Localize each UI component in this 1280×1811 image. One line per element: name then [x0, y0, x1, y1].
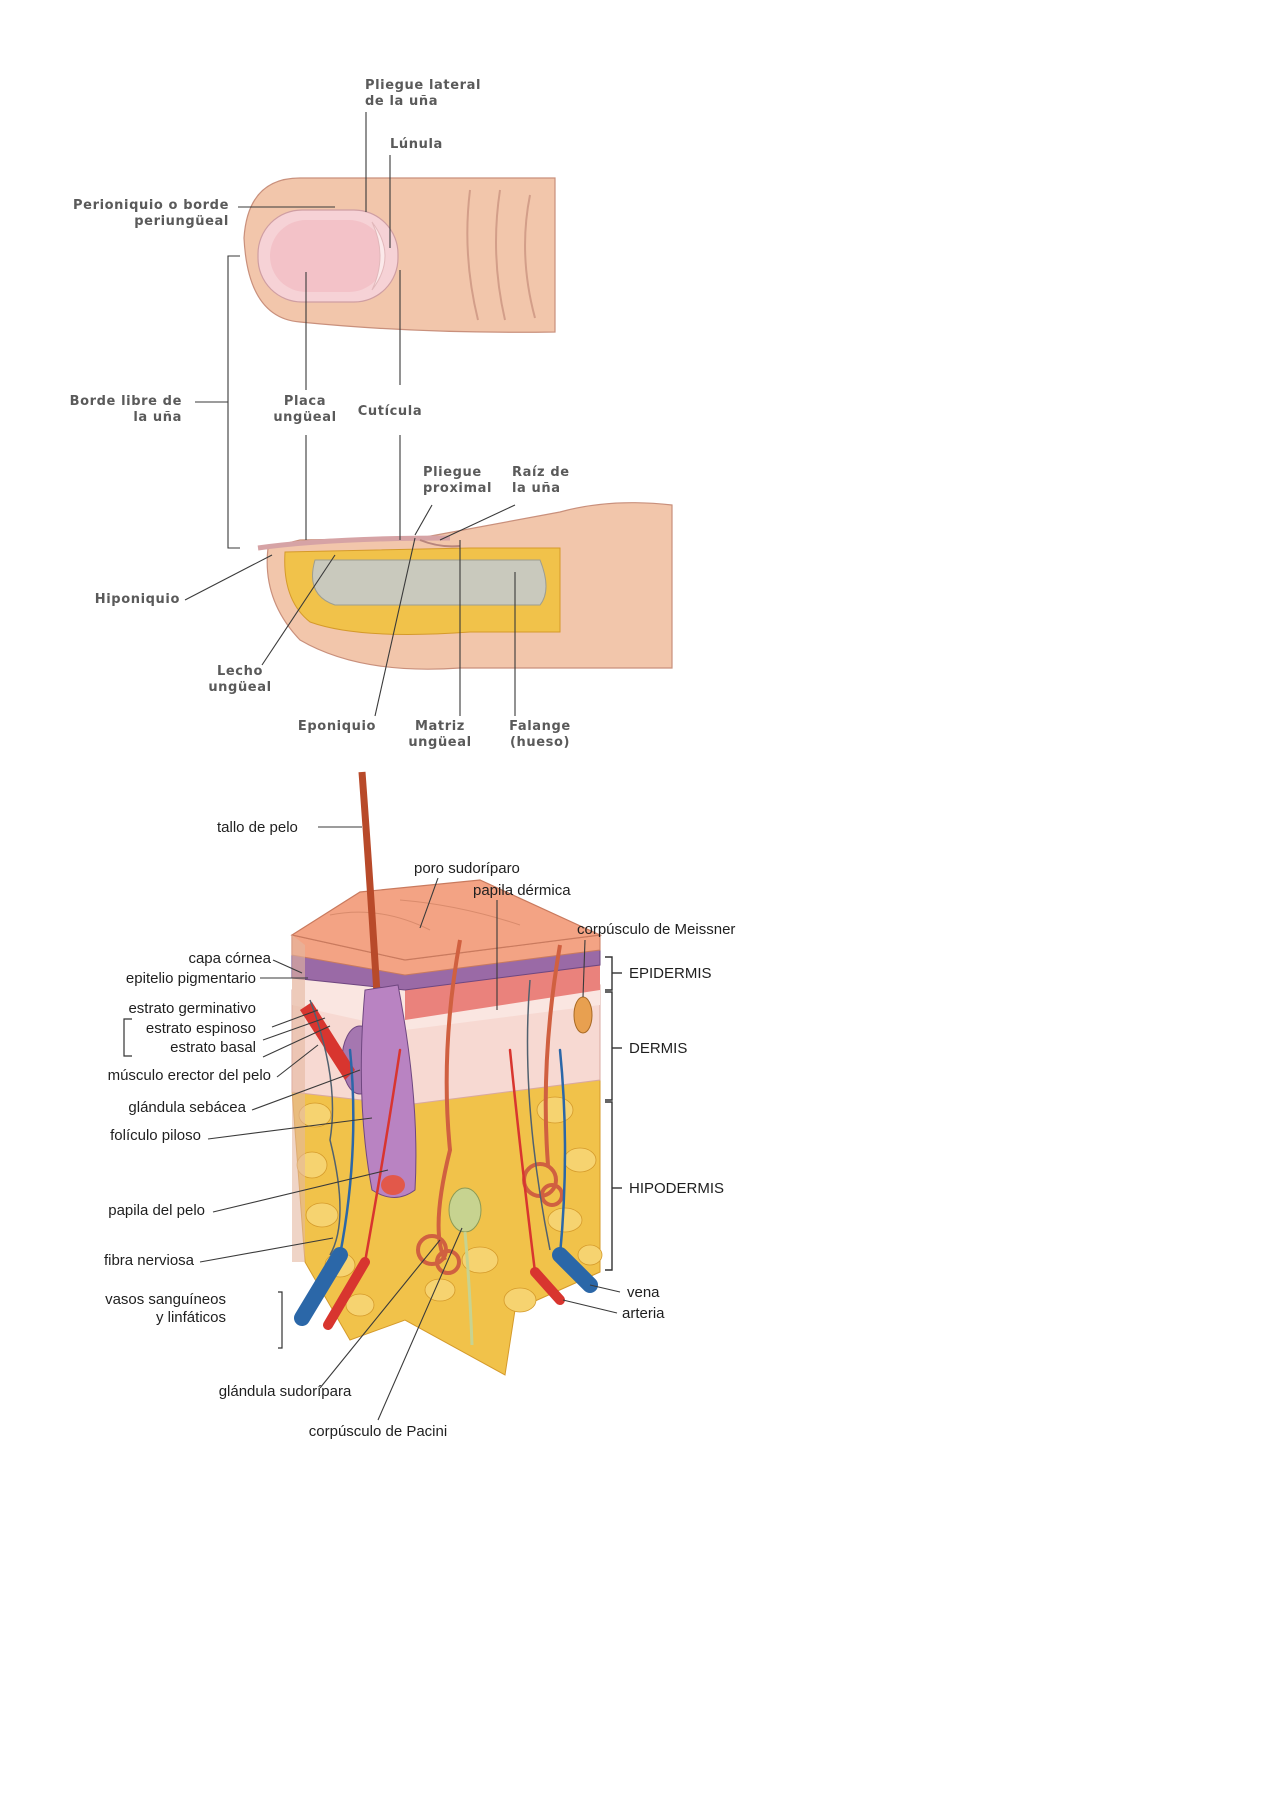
- label-free-edge-line: Borde libre de: [70, 394, 182, 409]
- label-dermis: DERMIS: [629, 1040, 687, 1057]
- label-vein-line: vena: [627, 1284, 660, 1301]
- label-nerve-fiber-line: fibra nerviosa: [104, 1252, 195, 1269]
- label-lunula-line: Lúnula: [390, 137, 443, 152]
- label-sweat-pore-line: poro sudoríparo: [414, 860, 520, 877]
- label-nail-plate-line: ungüeal: [273, 410, 336, 425]
- label-pigment-epithelium: epitelio pigmentario: [126, 970, 256, 987]
- vessels-bracket: [278, 1292, 282, 1348]
- label-stratum-corneum-line: capa córnea: [188, 950, 271, 967]
- nail-plate-shape: [258, 210, 398, 302]
- label-proximal-fold-line: Pliegue: [423, 465, 482, 480]
- label-hair-shaft-line: tallo de pelo: [217, 819, 298, 836]
- label-nerve-fiber: fibra nerviosa: [104, 1252, 195, 1269]
- label-phalanx-line: (hueso): [510, 735, 570, 750]
- finger-side-section: [258, 503, 672, 670]
- label-matrix-line: Matriz: [415, 719, 465, 734]
- label-artery-line: arteria: [622, 1305, 665, 1322]
- label-dermal-papilla-line: papila dérmica: [473, 882, 571, 899]
- label-perionychium-line: Perioniquio o borde: [73, 198, 229, 213]
- label-phalanx: Falange(hueso): [509, 719, 571, 750]
- label-meissner-line: corpúsculo de Meissner: [577, 921, 735, 938]
- label-arrector-pili: músculo erector del pelo: [108, 1067, 271, 1084]
- label-perionychium-line: periungüeal: [134, 214, 229, 229]
- label-sweat-pore: poro sudoríparo: [414, 860, 520, 877]
- label-pacini-line: corpúsculo de Pacini: [309, 1423, 447, 1440]
- label-epidermis: EPIDERMIS: [629, 965, 712, 982]
- label-free-edge-line: la uña: [133, 410, 182, 425]
- label-hypodermis-line: HIPODERMIS: [629, 1180, 724, 1197]
- label-cuticle-line: Cutícula: [358, 404, 422, 419]
- label-stratum-spinosum: estrato espinoso: [146, 1020, 256, 1037]
- label-nail-root-line: Raíz de: [512, 465, 570, 480]
- label-hair-shaft: tallo de pelo: [217, 819, 298, 836]
- label-stratum-germinativum-line: estrato germinativo: [128, 1000, 256, 1017]
- label-proximal-fold-line: proximal: [423, 481, 492, 496]
- skin-diagram: tallo de pelo poro sudoríparo papila dér…: [104, 772, 735, 1440]
- label-nail-root-line: la uña: [512, 481, 561, 496]
- label-nail-plate-line: Placa: [284, 394, 326, 409]
- label-pigment-epithelium-line: epitelio pigmentario: [126, 970, 256, 987]
- label-hair-follicle: folículo piloso: [110, 1127, 201, 1144]
- label-vessels-line: vasos sanguíneos: [105, 1291, 226, 1308]
- label-sebaceous-gland-line: glándula sebácea: [128, 1099, 246, 1116]
- label-lateral-fold-line: de la uña: [365, 94, 438, 109]
- label-lunula: Lúnula: [390, 137, 443, 152]
- label-vessels-line: y linfáticos: [156, 1309, 226, 1326]
- label-dermal-papilla: papila dérmica: [473, 882, 571, 899]
- label-stratum-basale-line: estrato basal: [170, 1039, 256, 1056]
- label-arrector-pili-line: músculo erector del pelo: [108, 1067, 271, 1084]
- label-phalanx-line: Falange: [509, 719, 571, 734]
- label-lateral-fold-line: Pliegue lateral: [365, 78, 481, 93]
- label-stratum-corneum: capa córnea: [188, 950, 271, 967]
- label-hair-papilla-line: papila del pelo: [108, 1202, 205, 1219]
- germinative-bracket: [124, 1019, 132, 1056]
- label-vein: vena: [627, 1284, 660, 1301]
- label-sweat-gland: glándula sudorípara: [219, 1383, 352, 1400]
- label-artery: arteria: [622, 1305, 665, 1322]
- label-cuticle: Cutícula: [358, 404, 422, 419]
- label-hair-papilla: papila del pelo: [108, 1202, 205, 1219]
- label-hyponychium: Hiponiquio: [95, 592, 180, 607]
- label-stratum-basale: estrato basal: [170, 1039, 256, 1056]
- label-nail-bed-line: ungüeal: [208, 680, 271, 695]
- label-stratum-spinosum-line: estrato espinoso: [146, 1020, 256, 1037]
- layer-brackets: [605, 957, 622, 1270]
- label-hair-follicle-line: folículo piloso: [110, 1127, 201, 1144]
- label-eponychium: Eponiquio: [298, 719, 376, 734]
- label-sebaceous-gland: glándula sebácea: [128, 1099, 246, 1116]
- label-hyponychium-line: Hiponiquio: [95, 592, 180, 607]
- label-stratum-germinativum: estrato germinativo: [128, 1000, 256, 1017]
- label-meissner: corpúsculo de Meissner: [577, 921, 735, 938]
- label-nail-bed-line: Lecho: [217, 664, 263, 679]
- label-hypodermis: HIPODERMIS: [629, 1180, 724, 1197]
- label-matrix-line: ungüeal: [408, 735, 471, 750]
- meissner-shape: [574, 997, 592, 1033]
- label-sweat-gland-line: glándula sudorípara: [219, 1383, 352, 1400]
- label-pacini: corpúsculo de Pacini: [309, 1423, 447, 1440]
- label-epidermis-line: EPIDERMIS: [629, 965, 712, 982]
- label-eponychium-line: Eponiquio: [298, 719, 376, 734]
- label-dermis-line: DERMIS: [629, 1040, 687, 1057]
